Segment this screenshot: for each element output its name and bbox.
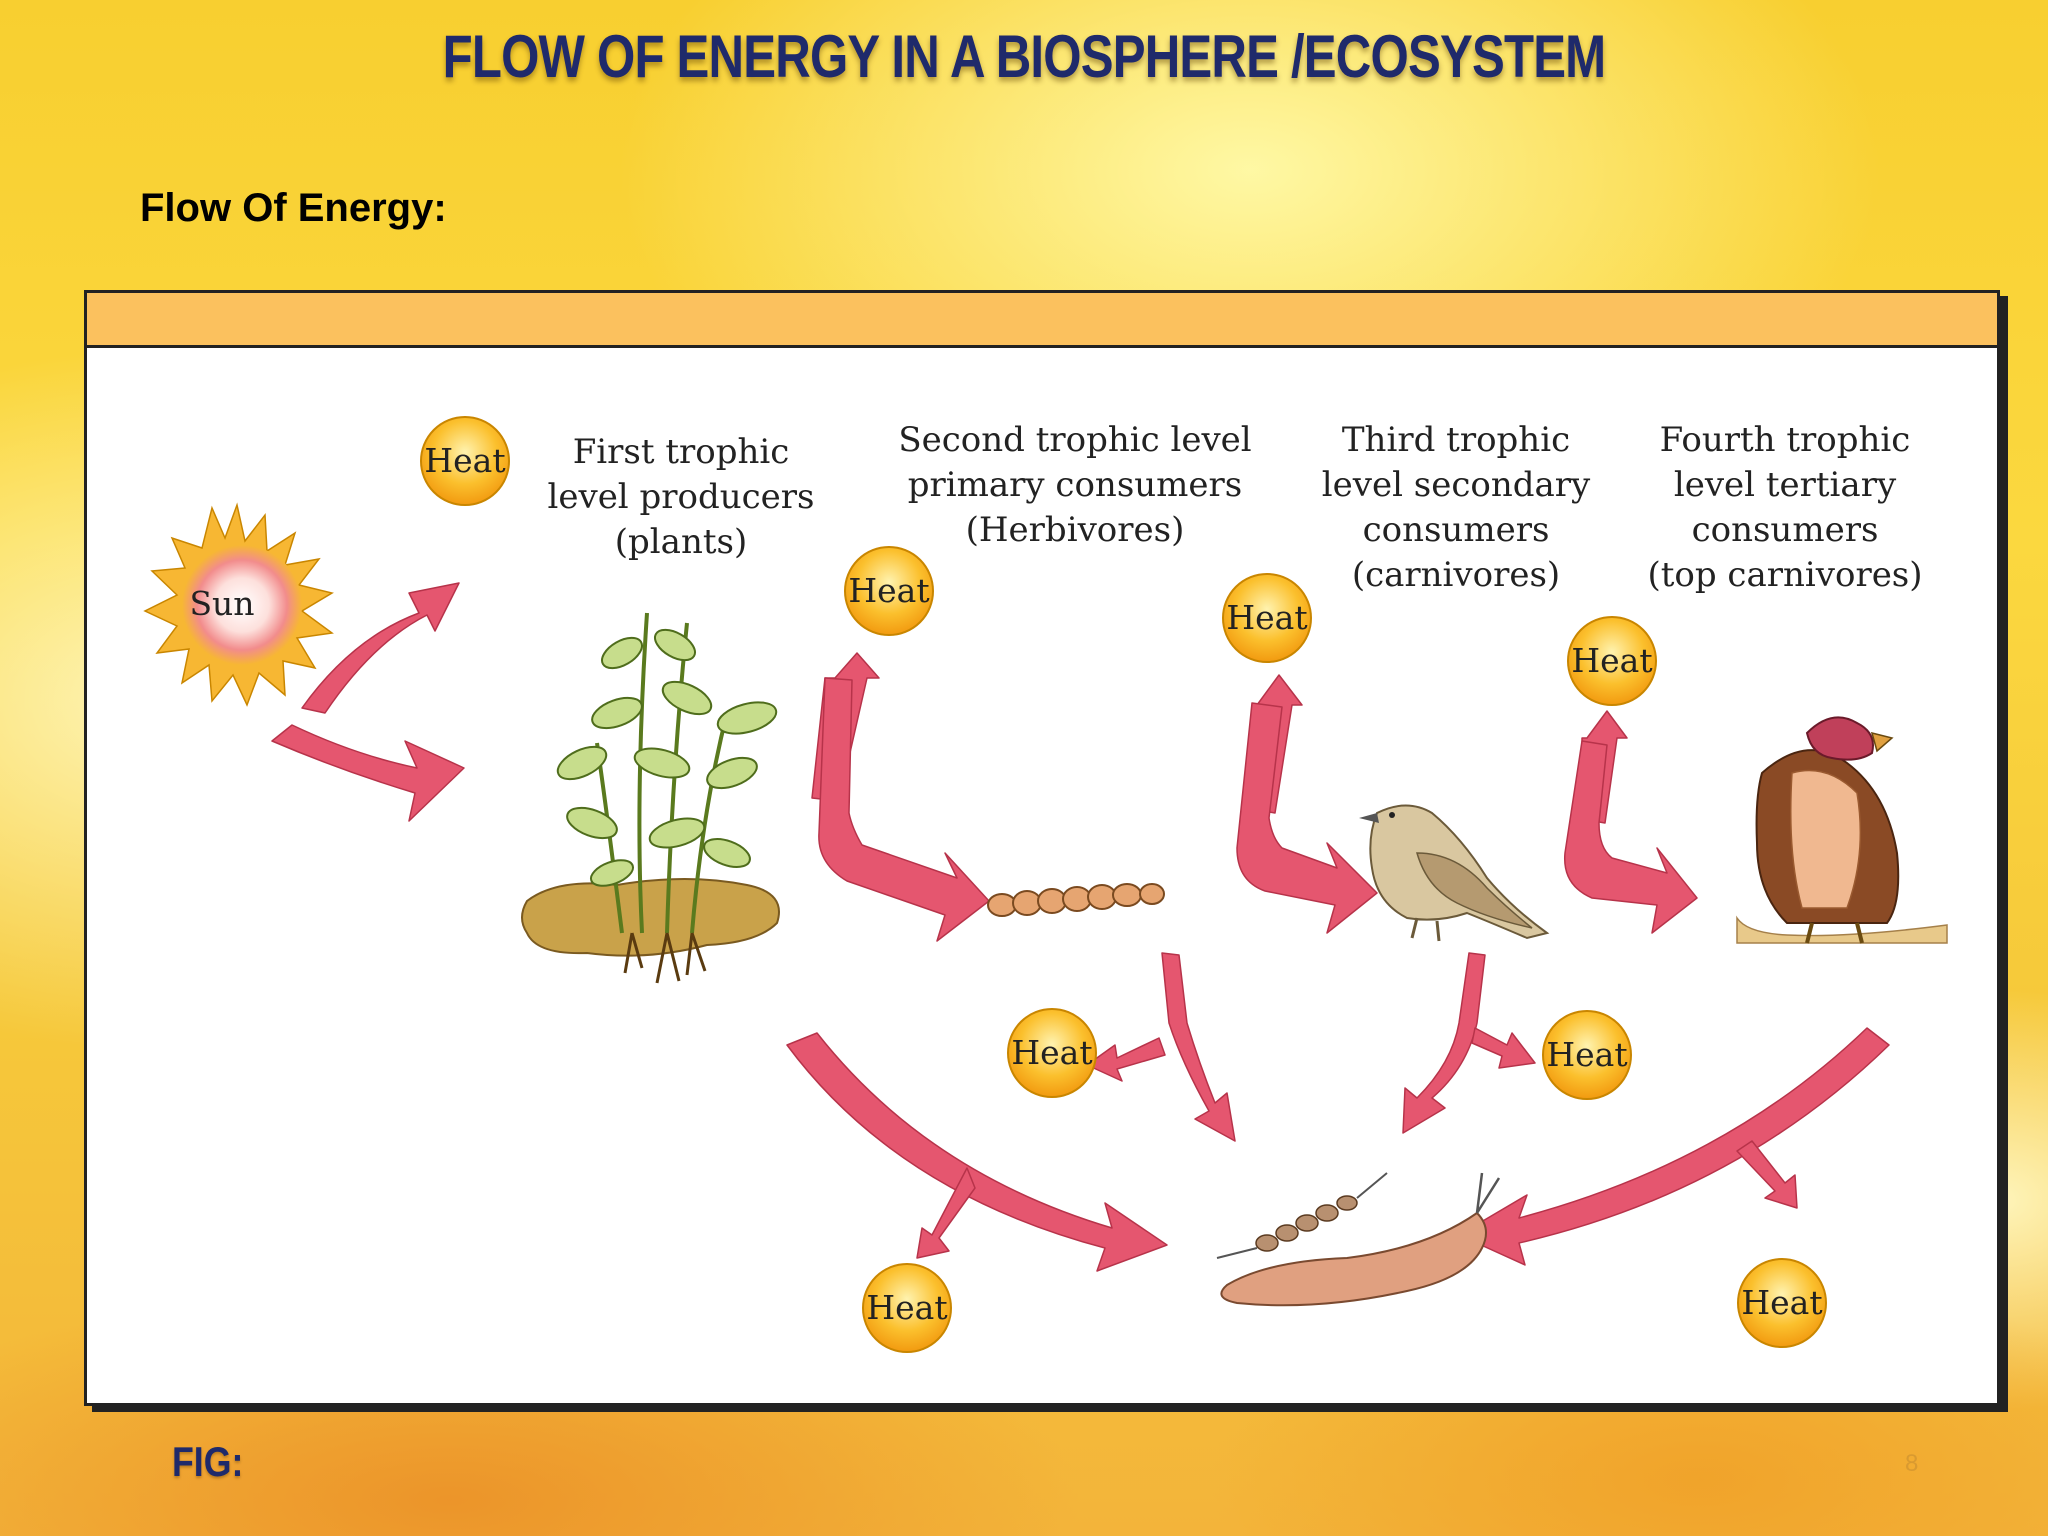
sparrow-icon [1359,804,1550,942]
slide-subtitle: Flow Of Energy: [140,186,447,230]
heat-circle: Heat [1222,573,1312,663]
heat-circle: Heat [420,416,510,506]
figure-label: FIG: [172,1438,244,1485]
sun-label: Sun [189,584,254,623]
decomposers-icon [1216,1172,1501,1307]
slide-title: FLOW OF ENERGY IN A BIOSPHERE /ECOSYSTEM [442,23,1607,90]
heat-circle: Heat [862,1263,952,1353]
sun-icon: Sun [143,502,334,707]
heat-label: Heat [1546,1035,1627,1074]
caterpillar-icon [987,883,1165,917]
heat-label: Heat [1741,1283,1822,1322]
heat-circle: Heat [1737,1258,1827,1348]
arrow-branch-to-heat-right [1736,1140,1798,1209]
heat-circle: Heat [1542,1010,1632,1100]
arrow-branch-to-heat-mid-right [1471,1027,1536,1069]
heat-label: Heat [424,441,505,480]
heat-circle: Heat [1007,1008,1097,1098]
arrow-branch-to-heat-left [916,1167,976,1259]
arrow-sun-to-plants [271,724,465,822]
arrow-carnivore-to-decomposers [1402,952,1486,1134]
arrow-carnivore-to-top [1564,740,1698,934]
arrow-top-to-decomposers [1458,1027,1890,1266]
heat-label: Heat [848,571,929,610]
heat-label: Heat [1226,598,1307,637]
arrow-herbivore-to-decomposers [1161,952,1236,1142]
arrow-producers-to-decomposers [786,1032,1168,1272]
arrow-branch-to-heat-mid-left [1086,1037,1166,1082]
arrow-producers-to-herbivore [818,677,990,942]
arrow-herbivore-to-carnivore [1236,702,1378,934]
heat-label: Heat [1571,641,1652,680]
vulture-icon [1736,716,1948,944]
page-number: 8 [1905,1450,1919,1477]
heat-circle: Heat [844,546,934,636]
figure-header-bar [87,293,1997,348]
plants-icon [521,612,780,984]
heat-label: Heat [866,1288,947,1327]
heat-circle: Heat [1567,616,1657,706]
arrow-sun-to-heat [301,582,460,714]
heat-label: Heat [1011,1033,1092,1072]
